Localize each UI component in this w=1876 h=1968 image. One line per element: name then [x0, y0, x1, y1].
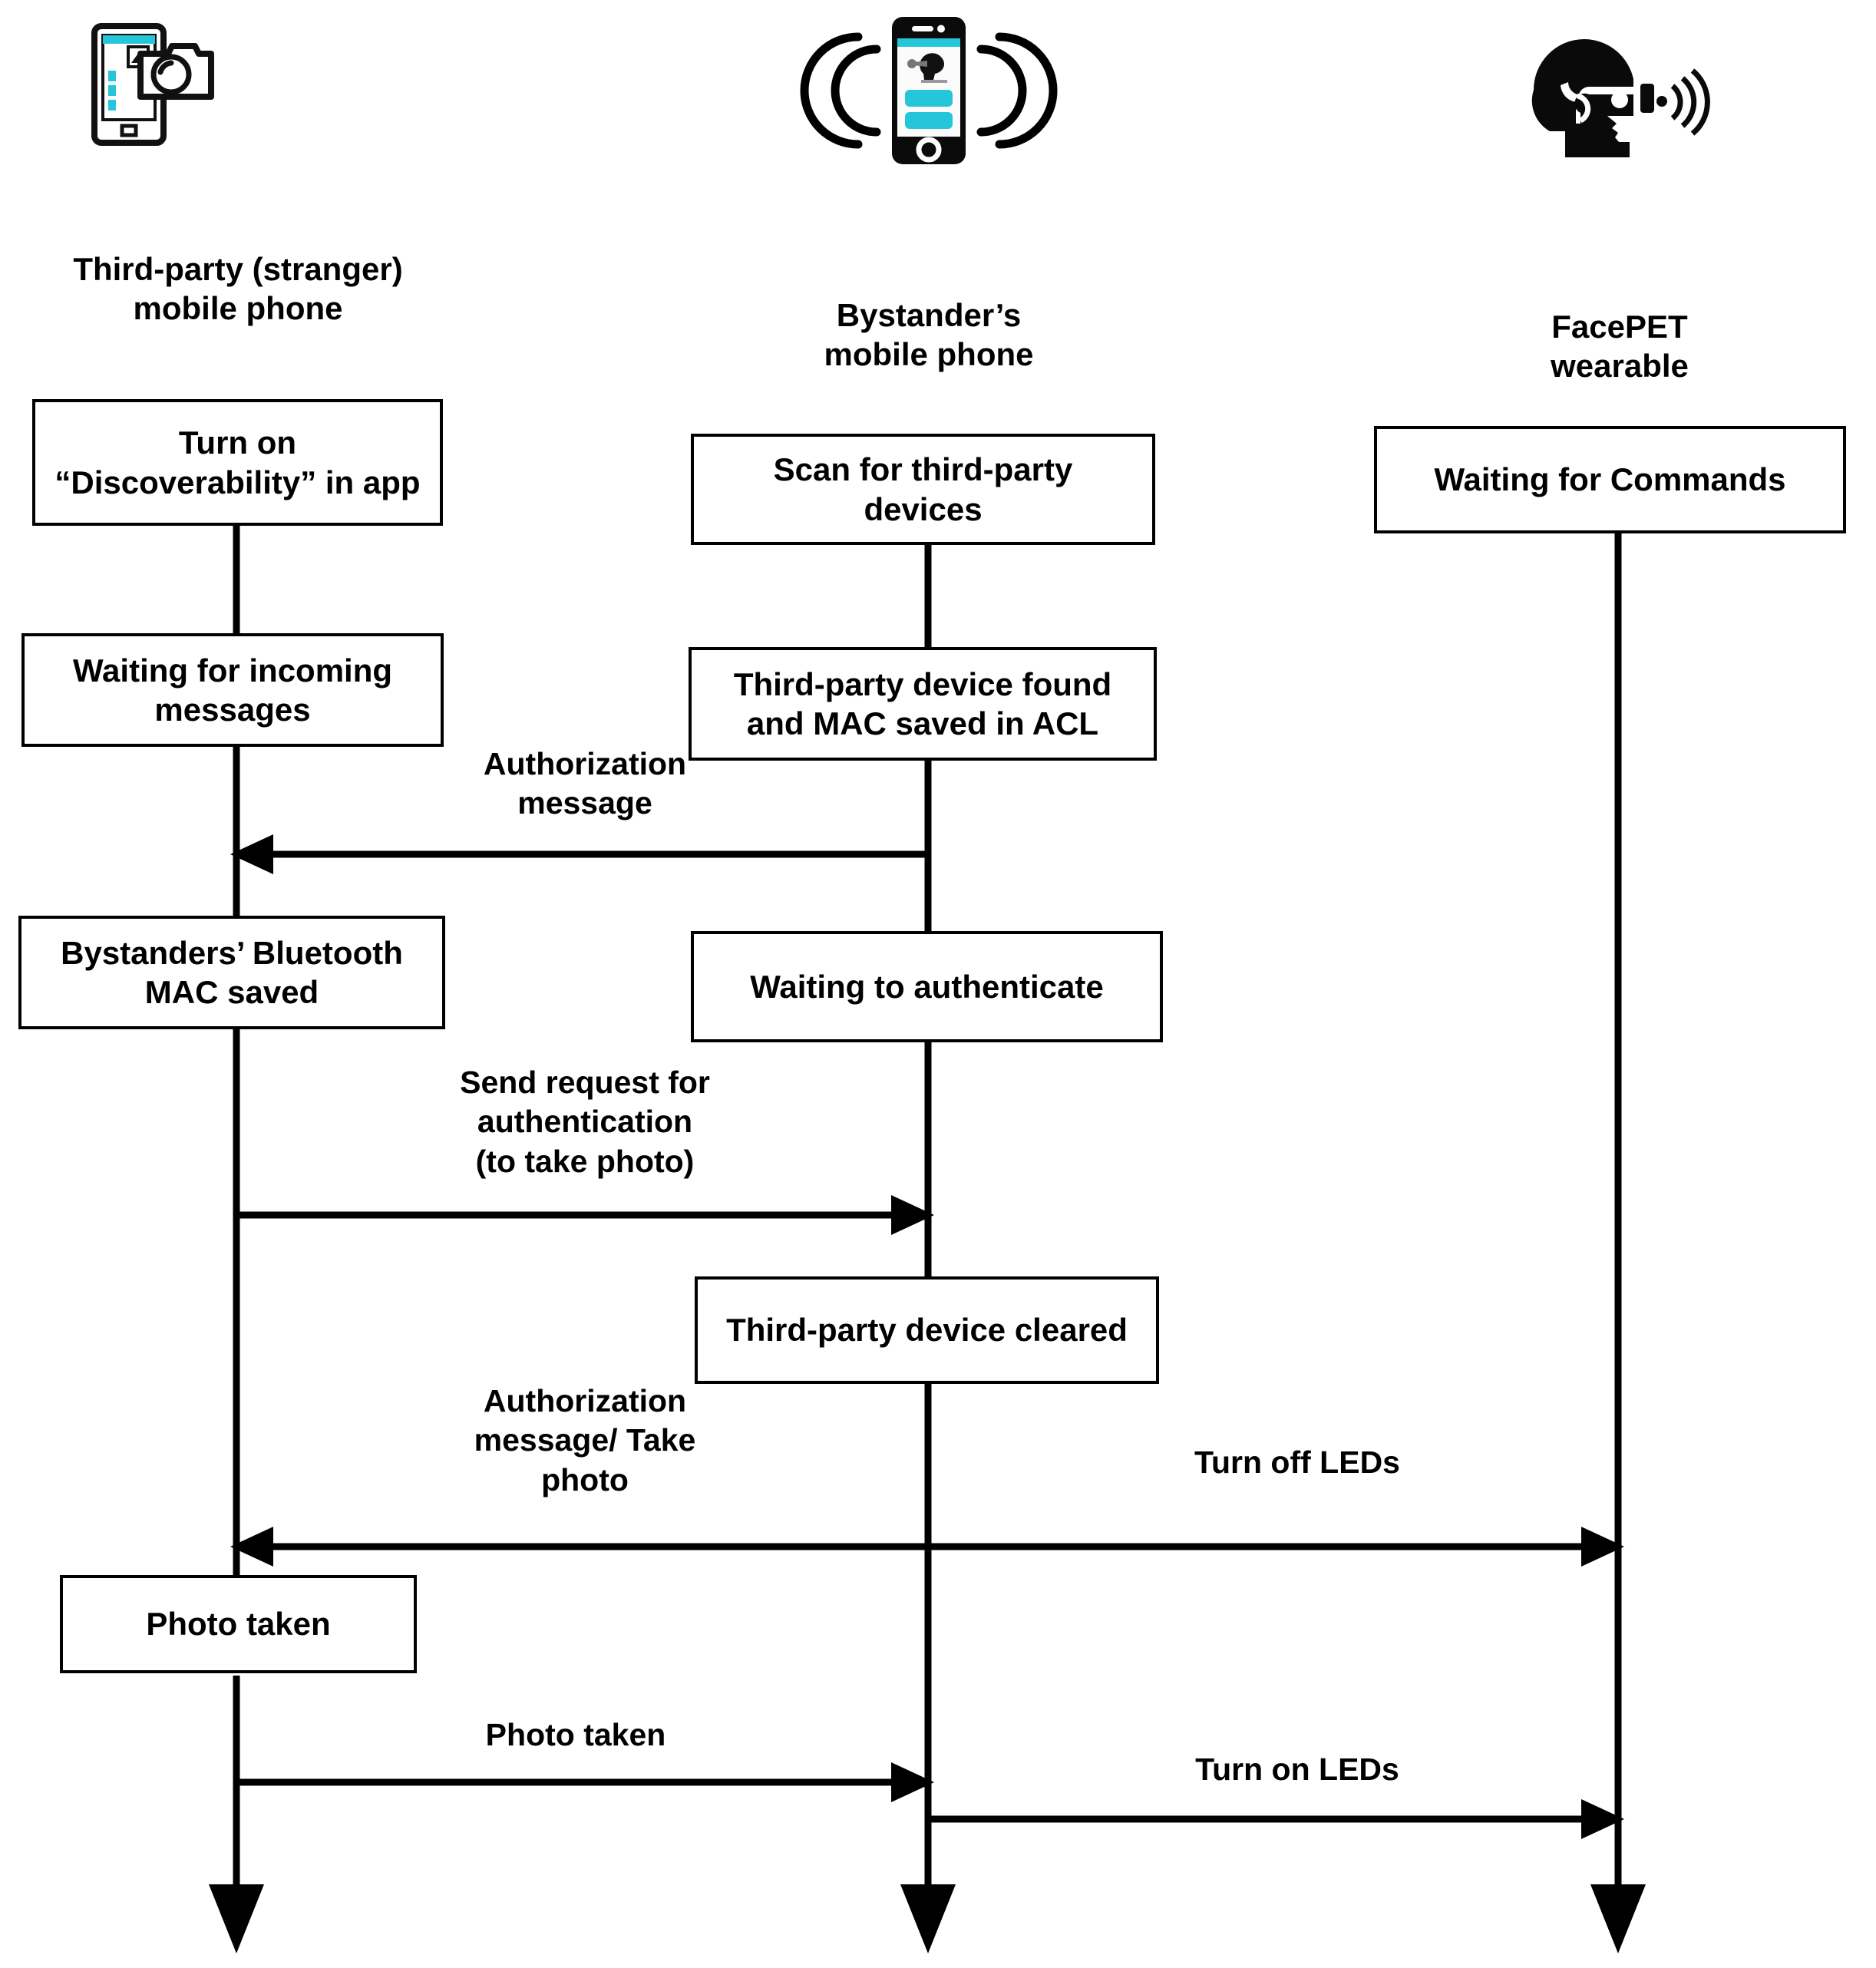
- box-bystanders-bluetooth-mac-saved: Bystanders’ Bluetooth MAC saved: [18, 916, 445, 1029]
- phone-with-camera-icon: [81, 21, 234, 152]
- lane-label-third-party: Third-party (stranger) mobile phone: [73, 251, 403, 327]
- phone-broadcasting-icon: [798, 14, 1059, 167]
- box-photo-taken: Photo taken: [60, 1575, 417, 1673]
- lane-label-bystander: Bystander’s mobile phone: [824, 297, 1034, 373]
- box-third-party-device-cleared: Third-party device cleared: [695, 1276, 1159, 1384]
- msg-label-turn-off-leds: Turn off LEDs: [1194, 1445, 1400, 1480]
- box-waiting-for-commands: Waiting for Commands: [1374, 426, 1846, 533]
- msg-label-send-request-for-authentication: Send request for authentication (to take…: [460, 1065, 710, 1179]
- head-with-smart-glasses-icon: [1504, 19, 1735, 157]
- lane-label-facepet: FacePET wearable: [1551, 309, 1689, 385]
- box-waiting-for-incoming-messages: Waiting for incoming messages: [21, 633, 444, 747]
- box-scan-for-third-party-devices: Scan for third-party devices: [691, 434, 1155, 545]
- msg-label-authorization-message: Authorization message: [483, 746, 687, 821]
- box-third-party-device-found: Third-party device found and MAC saved i…: [689, 647, 1157, 761]
- box-turn-on-discoverability: Turn on “Discoverability” in app: [32, 399, 443, 526]
- msg-label-authorization-message-take-photo: Authorization message/ Take photo: [474, 1383, 696, 1497]
- msg-label-turn-on-leds: Turn on LEDs: [1195, 1752, 1399, 1787]
- msg-label-photo-taken: Photo taken: [485, 1717, 666, 1752]
- box-waiting-to-authenticate: Waiting to authenticate: [691, 931, 1163, 1042]
